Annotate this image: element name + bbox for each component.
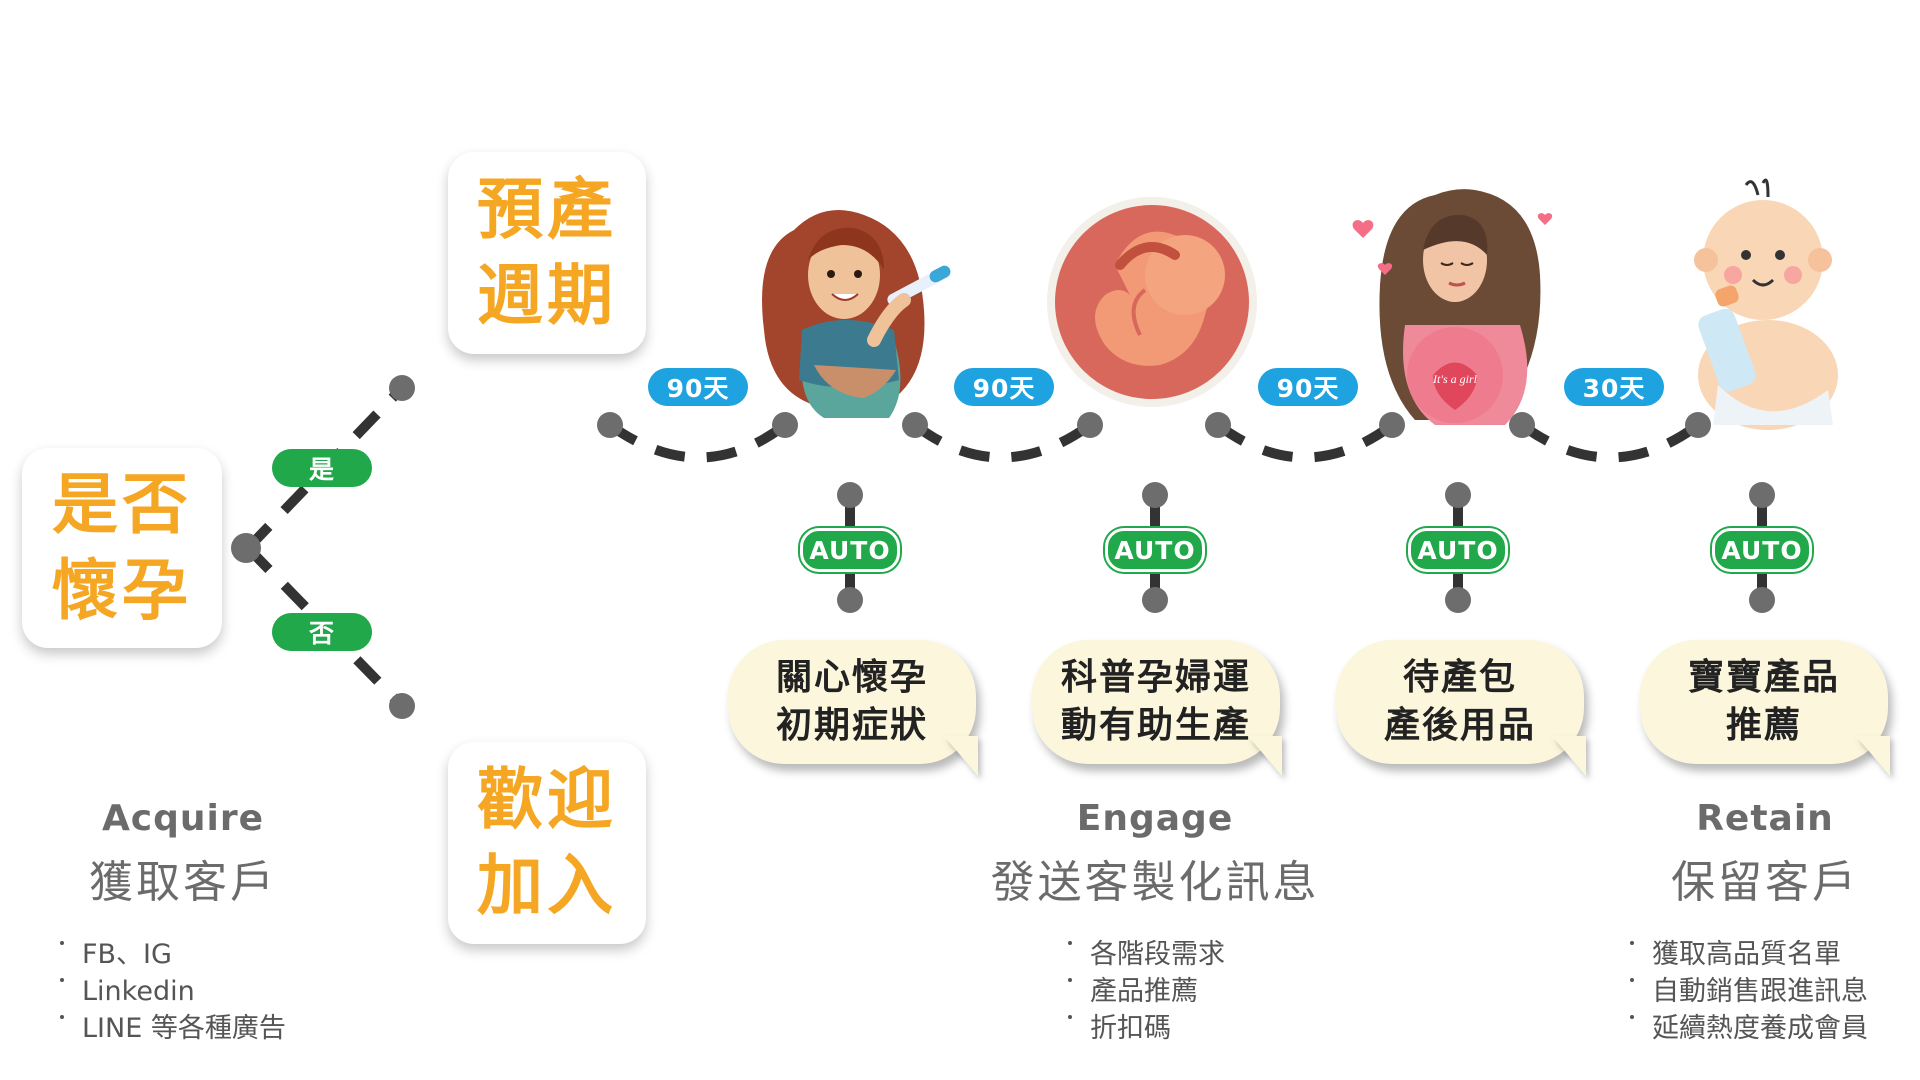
message-bubble-1: 關心懷孕 初期症狀 [728, 640, 976, 764]
message-2-line1: 科普孕婦運 [1060, 657, 1251, 698]
baby-with-bottle-illustration [1694, 178, 1838, 430]
acquire-item: Linkedin [60, 973, 286, 1010]
yes-badge: 是 [272, 449, 372, 487]
interval-badge-1: 90天 [648, 368, 748, 406]
decision-label-line2: 懷孕 [52, 552, 192, 629]
engage-item: 折扣碼 [1068, 1010, 1225, 1047]
message-1-line1: 關心懷孕 [775, 657, 928, 698]
pregnant-woman-holding-belly-illustration: It's a girl [1352, 189, 1553, 425]
message-bubble-4-tail [1856, 736, 1890, 776]
no-badge: 否 [272, 613, 372, 651]
acquire-item: LINE 等各種廣告 [60, 1010, 286, 1047]
due-date-cycle-line2: 週期 [477, 257, 617, 334]
message-bubble-4: 寶寶產品 推薦 [1640, 640, 1888, 764]
retain-item: 自動銷售跟進訊息 [1630, 973, 1868, 1010]
message-bubble-1-tail [944, 736, 978, 776]
pregnant-woman-with-test-illustration [762, 210, 951, 418]
message-1-line2: 初期症狀 [775, 705, 928, 746]
decision-node [231, 533, 261, 563]
branch-top-node [389, 375, 415, 401]
auto-badge-3: AUTO [1408, 528, 1508, 572]
acquire-heading-en: Acquire [101, 798, 265, 839]
acquire-list: FB、IG Linkedin LINE 等各種廣告 [60, 936, 286, 1047]
branch-bottom-node [389, 693, 415, 719]
acquire-heading-zh: 獲取客戶 [89, 857, 277, 908]
auto-badge-2: AUTO [1105, 528, 1205, 572]
interval-badge-4: 30天 [1564, 368, 1664, 406]
its-a-girl-text: It's a girl [1432, 372, 1478, 386]
message-4-line1: 寶寶產品 [1687, 657, 1840, 698]
welcome-card: 歡迎 加入 [448, 742, 646, 944]
message-3-line2: 產後用品 [1383, 705, 1536, 746]
message-bubble-3: 待產包 產後用品 [1336, 640, 1584, 764]
retain-item: 延續熱度養成會員 [1630, 1010, 1868, 1047]
engage-list: 各階段需求 產品推薦 折扣碼 [1068, 936, 1225, 1047]
message-bubble-3-tail [1552, 736, 1586, 776]
auto-badge-1: AUTO [800, 528, 900, 572]
interval-badge-2: 90天 [954, 368, 1054, 406]
engage-heading-zh: 發送客製化訊息 [990, 857, 1320, 908]
interval-badge-3: 90天 [1258, 368, 1358, 406]
retain-list: 獲取高品質名單 自動銷售跟進訊息 延續熱度養成會員 [1630, 936, 1868, 1047]
retain-heading-en: Retain [1696, 798, 1834, 839]
message-3-line1: 待產包 [1402, 657, 1517, 698]
auto-badge-4: AUTO [1712, 528, 1812, 572]
due-date-cycle-card: 預產 週期 [448, 152, 646, 354]
message-4-line2: 推薦 [1725, 705, 1802, 746]
decision-label-line1: 是否 [52, 466, 192, 543]
retain-item: 獲取高品質名單 [1630, 936, 1868, 973]
message-2-line2: 動有助生產 [1060, 705, 1251, 746]
message-bubble-2: 科普孕婦運 動有助生產 [1032, 640, 1280, 764]
acquire-item: FB、IG [60, 936, 286, 973]
message-bubble-2-tail [1248, 736, 1282, 776]
welcome-line1: 歡迎 [477, 761, 617, 838]
engage-item: 產品推薦 [1068, 973, 1225, 1010]
retain-heading-zh: 保留客戶 [1671, 857, 1859, 908]
fetus-in-womb-illustration [1047, 197, 1257, 407]
decision-card: 是否 懷孕 [22, 448, 222, 648]
engage-item: 各階段需求 [1068, 936, 1225, 973]
welcome-line2: 加入 [477, 847, 617, 924]
due-date-cycle-line1: 預產 [477, 171, 617, 248]
engage-heading-en: Engage [1076, 798, 1234, 839]
